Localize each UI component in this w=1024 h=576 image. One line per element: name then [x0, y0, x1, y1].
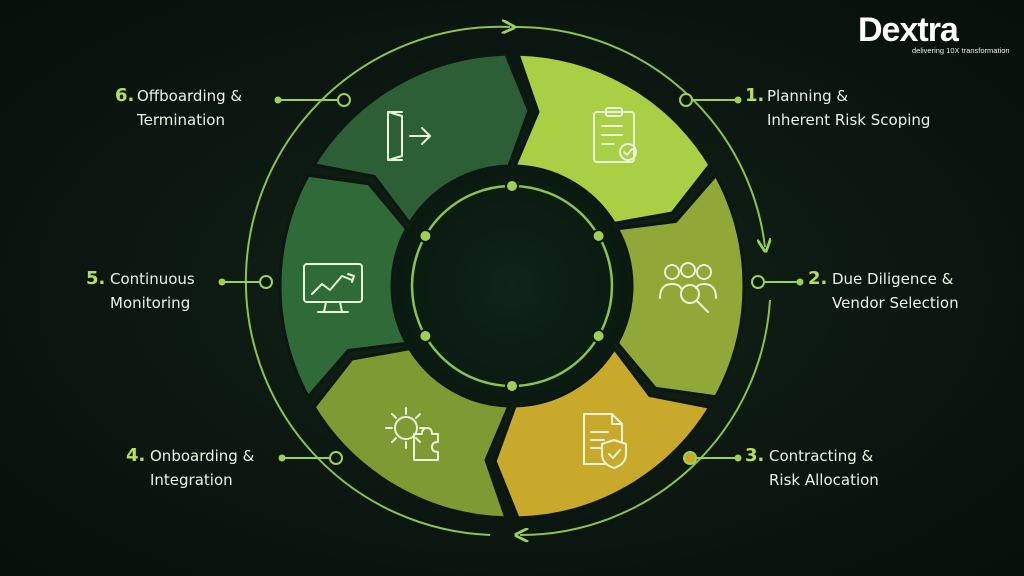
inner-dot-2: [591, 229, 606, 243]
segment-offboarding: [311, 52, 531, 226]
step-2-title: Due Diligence &: [832, 270, 954, 288]
inner-hub: [394, 168, 630, 404]
step-4-title: Onboarding &: [150, 447, 255, 465]
segment-monitoring: [278, 173, 409, 400]
inner-dot-1: [505, 179, 519, 193]
document-shield-icon: [583, 413, 627, 469]
step-2-number: 2.: [808, 268, 828, 289]
connector-end-6: [274, 96, 282, 104]
step-1-label: 1. Planning & Inherent Risk Scoping: [745, 84, 930, 132]
segment-planning: [512, 52, 712, 225]
segment-contracting: [493, 346, 713, 520]
segment-onboarding: [312, 347, 512, 520]
step-5-title: Continuous: [110, 270, 195, 288]
connector-node-6: [337, 93, 351, 107]
orbit-arc-right: [520, 299, 771, 535]
step-6-title: Offboarding &: [137, 87, 243, 105]
connector-end-1: [734, 96, 742, 104]
inner-dot-3: [591, 329, 606, 343]
connector-end-2: [796, 278, 804, 286]
inner-dot-6: [418, 229, 433, 243]
step-3-label: 3. Contracting & Risk Allocation: [745, 444, 879, 492]
step-5-subtitle: Monitoring: [110, 294, 191, 312]
connector-node-3: [683, 451, 697, 465]
connector-end-3: [734, 454, 742, 462]
monitor-chart-icon: [303, 263, 363, 313]
step-6-subtitle: Termination: [137, 111, 225, 129]
connector-node-2: [751, 275, 765, 289]
connector-node-5: [259, 275, 273, 289]
connector-end-5: [218, 278, 226, 286]
connector-node-4: [329, 451, 343, 465]
people-search-icon: [659, 262, 717, 313]
brand-logo: Dextra delivering 10X transformation: [858, 10, 1014, 55]
step-1-number: 1.: [745, 85, 765, 106]
step-6-label: 6. Offboarding & Termination: [115, 84, 242, 132]
connector-node-1: [679, 93, 693, 107]
label-connectors: [218, 93, 804, 465]
inner-dot-4: [505, 379, 519, 393]
connector-end-4: [278, 454, 286, 462]
step-1-subtitle: Inherent Risk Scoping: [767, 111, 931, 129]
step-5-number: 5.: [86, 268, 106, 289]
brand-tagline: delivering 10X transformation: [912, 46, 1010, 55]
brand-name: Dextra: [858, 11, 959, 49]
inner-dot-5: [418, 329, 433, 343]
gear-puzzle-icon: [385, 407, 439, 461]
segment-icons: [303, 107, 717, 469]
step-6-number: 6.: [115, 85, 135, 106]
step-3-title: Contracting &: [769, 447, 874, 465]
step-4-subtitle: Integration: [150, 471, 233, 489]
clipboard-check-icon: [593, 107, 637, 163]
step-5-label: 5. Continuous Monitoring: [86, 267, 195, 315]
step-2-subtitle: Vendor Selection: [832, 294, 959, 312]
exit-door-icon: [387, 111, 431, 161]
step-3-subtitle: Risk Allocation: [769, 471, 879, 489]
step-3-number: 3.: [745, 445, 765, 466]
orbit-arc-top-right: [514, 25, 765, 247]
step-1-title: Planning &: [767, 87, 849, 105]
step-2-label: 2. Due Diligence & Vendor Selection: [808, 267, 959, 315]
inner-orbit-dots: [418, 179, 606, 393]
outer-orbit: [244, 25, 771, 536]
step-4-label: 4. Onboarding & Integration: [126, 444, 254, 492]
step-4-number: 4.: [126, 445, 146, 466]
orbit-arc-left: [244, 27, 510, 536]
